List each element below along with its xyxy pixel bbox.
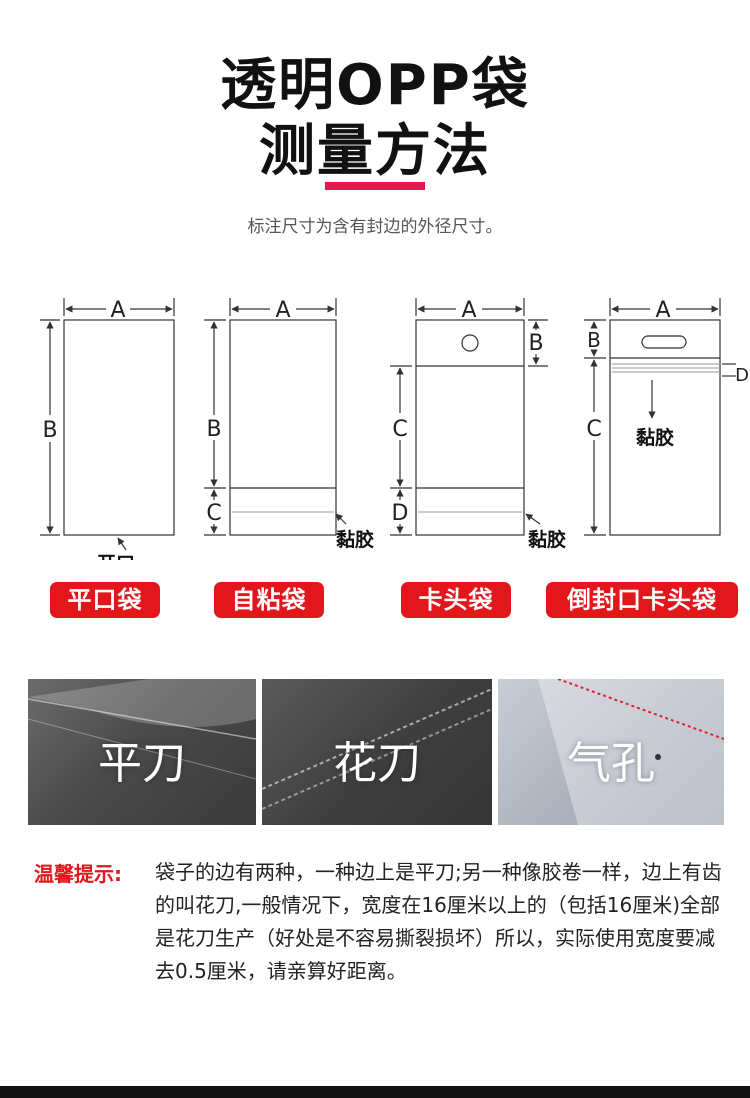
badge-flat-bag: 平口袋 [50,582,160,618]
note-adhesive: 黏胶 [528,528,566,551]
label-d: D [392,501,409,526]
diagram-reverse-seal-header-bag: A B C D 黏胶 [584,298,749,536]
label-a: A [275,298,290,323]
page-title-line1: 透明OPP袋 [220,53,530,118]
photo-label-serrated-edge: 花刀 [333,738,421,789]
bag-diagrams: A B 开口 A B C 黏胶 A [40,298,749,560]
diagram-header-card-bag: A B C D 黏胶 [390,298,566,551]
label-c: C [586,417,601,442]
diagram-self-adhesive-bag: A B C 黏胶 [204,298,374,551]
label-c: C [206,501,221,526]
flat-edge-film [28,679,256,780]
label-b: B [587,328,601,352]
label-b: B [42,418,57,443]
note-opening: 开口 [97,553,135,560]
label-a: A [461,298,476,323]
diagram-flat-bag: A B 开口 [40,298,175,560]
label-b: B [206,417,221,442]
label-a: A [655,298,670,323]
photo-flat-edge: 平刀 [28,679,256,825]
badge-reverse-seal-header-bag: 倒封口卡头袋 [546,582,738,618]
photo-label-flat-edge: 平刀 [98,738,186,789]
page-title-line2: 测量方法 [259,119,491,184]
subtitle: 标注尺寸为含有封边的外径尺寸。 [247,217,503,237]
bottom-bar [0,1086,750,1098]
note-adhesive: 黏胶 [336,528,374,551]
badge-self-adhesive-bag: 自粘袋 [214,582,324,618]
tip-text: 袋子的边有两种，一种边上是平刀;另一种像胶卷一样，边上有齿的叫花刀,一般情况下，… [155,860,722,983]
label-d: D [735,365,749,386]
badge-header-card-bag: 卡头袋 [401,582,511,618]
photo-air-hole: 气孔 [498,679,724,825]
note-adhesive: 黏胶 [636,426,674,449]
tip-label: 温馨提示: [34,862,122,886]
label-a: A [110,298,125,323]
air-hole-film [538,679,724,825]
title-accent-bar [325,182,425,190]
label-b: B [528,331,543,356]
photo-serrated-edge: 花刀 [262,679,492,825]
label-c: C [392,417,407,442]
photo-label-air-hole: 气孔 [567,738,655,789]
